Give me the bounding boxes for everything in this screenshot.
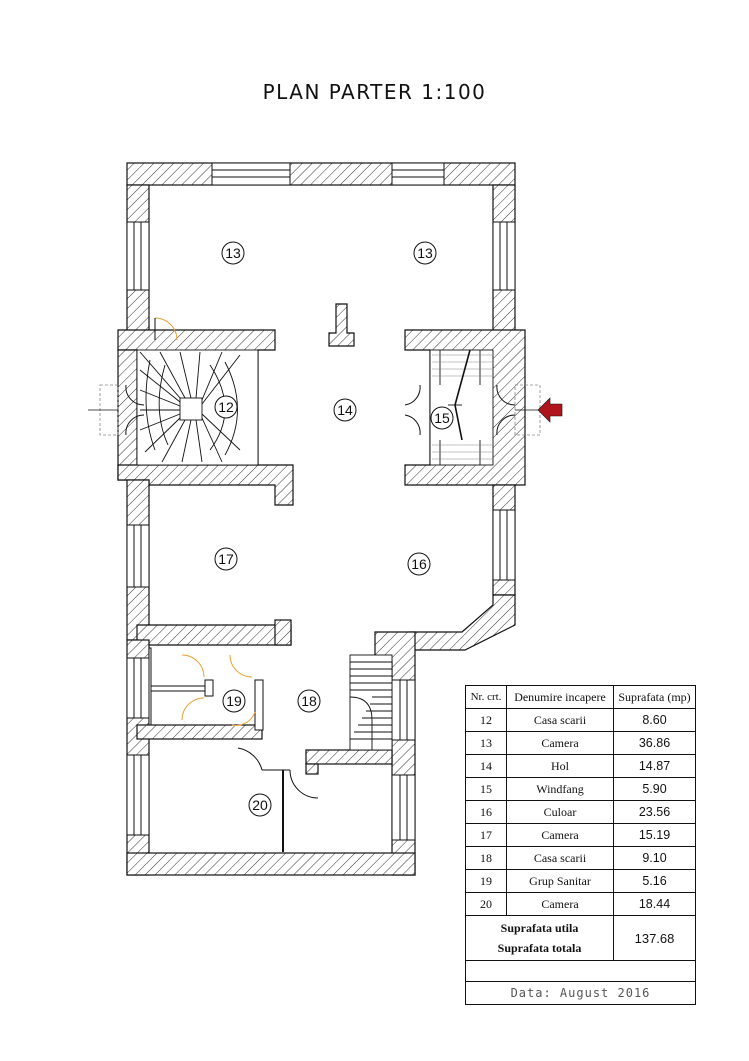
stair-18 [349, 654, 393, 751]
room-labels [214, 241, 454, 817]
row-name: Camera [506, 823, 614, 847]
table-row: 14 Hol 14.87 [465, 754, 696, 778]
total-util-label: Suprafata utila [500, 921, 579, 935]
header-nr: Nr. crt. [465, 685, 507, 709]
table-row: 13 Camera 36.86 [465, 731, 696, 755]
spiral-stair-12 [136, 349, 259, 466]
row-area: 9.10 [613, 846, 696, 870]
header-area: Suprafata (mp) [613, 685, 696, 709]
total-value: 137.68 [613, 915, 696, 961]
row-name: Culoar [506, 800, 614, 824]
totals-labels: Suprafata utila Suprafata totala [465, 915, 614, 961]
room-18-number: 18 [301, 693, 317, 709]
row-area: 36.86 [613, 731, 696, 755]
row-area: 23.56 [613, 800, 696, 824]
table-row: 12 Casa scarii 8.60 [465, 708, 696, 732]
row-nr: 13 [465, 731, 507, 755]
table-row: 15 Windfang 5.90 [465, 777, 696, 801]
date-cell: Data: August 2016 [465, 981, 696, 1005]
row-name: Grup Sanitar [506, 869, 614, 893]
table-row: 17 Camera 15.19 [465, 823, 696, 847]
table-row: 19 Grup Sanitar 5.16 [465, 869, 696, 893]
total-total-label: Suprafata totala [497, 941, 582, 955]
row-nr: 17 [465, 823, 507, 847]
row-name: Casa scarii [506, 846, 614, 870]
row-name: Windfang [506, 777, 614, 801]
area-table: Nr. crt. Denumire incapere Suprafata (mp… [465, 685, 696, 1005]
walls [117, 162, 526, 876]
row-nr: 19 [465, 869, 507, 893]
totals-row: Suprafata utila Suprafata totala 137.68 [465, 915, 696, 961]
row-area: 5.90 [613, 777, 696, 801]
row-nr: 18 [465, 846, 507, 870]
row-name: Camera [506, 892, 614, 916]
row-nr: 12 [465, 708, 507, 732]
windows [126, 162, 516, 841]
blank-row [465, 960, 696, 982]
row-area: 18.44 [613, 892, 696, 916]
room-19-number: 19 [226, 693, 242, 709]
table-row: 18 Casa scarii 9.10 [465, 846, 696, 870]
room-15-number: 15 [434, 410, 450, 426]
row-name: Hol [506, 754, 614, 778]
row-area: 14.87 [613, 754, 696, 778]
row-area: 8.60 [613, 708, 696, 732]
room-13a-number: 13 [225, 245, 241, 261]
doors [125, 317, 516, 852]
row-nr: 14 [465, 754, 507, 778]
row-name: Camera [506, 731, 614, 755]
row-area: 5.16 [613, 869, 696, 893]
room-20-number: 20 [252, 797, 268, 813]
header-name: Denumire incapere [506, 685, 614, 709]
room-16-number: 16 [411, 556, 427, 572]
room-13b-number: 13 [417, 245, 433, 261]
plan-title: PLAN PARTER 1:100 [262, 80, 487, 104]
row-area: 15.19 [613, 823, 696, 847]
table-row: 16 Culoar 23.56 [465, 800, 696, 824]
row-name: Casa scarii [506, 708, 614, 732]
room-12-number: 12 [218, 399, 234, 415]
row-nr: 16 [465, 800, 507, 824]
blank-cell [465, 960, 696, 982]
room-17-number: 17 [218, 551, 234, 567]
row-nr: 15 [465, 777, 507, 801]
room-numbers: 13 13 12 14 15 17 16 19 18 20 [218, 245, 450, 813]
wc-partitions [148, 647, 264, 731]
room-14-number: 14 [337, 402, 353, 418]
entrance-arrow [537, 397, 563, 423]
date-row: Data: August 2016 [465, 981, 696, 1005]
table-header-row: Nr. crt. Denumire incapere Suprafata (mp… [465, 685, 696, 709]
row-nr: 20 [465, 892, 507, 916]
table-row: 20 Camera 18.44 [465, 892, 696, 916]
